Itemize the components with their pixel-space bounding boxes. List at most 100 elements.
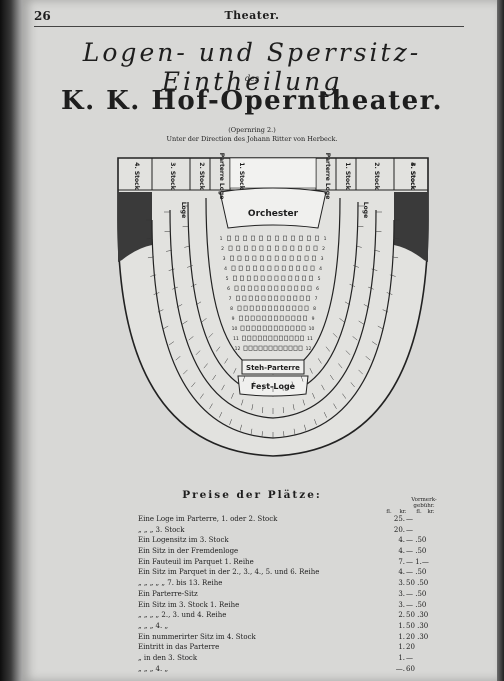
- seat-mark: [299, 235, 303, 241]
- gallery-seat-tick: [250, 428, 253, 435]
- seat-mark: [286, 305, 291, 311]
- fee-kr-column-header: kr.: [427, 509, 435, 515]
- seat-mark: [262, 315, 267, 321]
- gallery-seat-tick: [242, 375, 246, 382]
- price-row-fl: 1.: [398, 643, 405, 652]
- gallery-seat-tick: [352, 336, 358, 341]
- price-row-kr: — .50: [406, 589, 427, 598]
- price-row-kr: — .50: [406, 547, 427, 556]
- seat-mark: [283, 235, 287, 241]
- document-title: Logen- und Sperrsitz-Eintheilung: [82, 38, 422, 96]
- orchestra-label: Orchester: [248, 209, 299, 219]
- gallery-seat-tick: [176, 304, 183, 308]
- box-label-left: 4. Stock: [133, 162, 140, 190]
- gallery-seat-tick: [239, 424, 242, 431]
- seat-mark: [295, 275, 300, 281]
- gallery-seat-tick: [221, 384, 225, 391]
- seat-mark: [294, 335, 299, 341]
- gallery-seat-tick: [191, 382, 196, 388]
- price-row: „ „ „ 4. „—.60: [138, 665, 438, 676]
- seat-mark: [290, 325, 295, 331]
- box-label-right: 1. Stock: [344, 162, 351, 190]
- price-row-label: „ „ „ „ 2., 3. und 4. Reihe: [138, 611, 227, 620]
- seat-mark: [247, 335, 252, 341]
- seat-mark: [237, 305, 242, 311]
- gallery-seat-tick: [182, 320, 188, 325]
- price-row-kr: 50 .30: [406, 611, 429, 620]
- gallery-seat-tick: [349, 283, 356, 287]
- price-row-fl: 4.: [398, 536, 405, 545]
- seat-mark: [245, 255, 249, 261]
- seat-mark: [274, 265, 279, 271]
- gallery-seat-tick: [203, 363, 208, 369]
- price-row-fl: 25.: [393, 515, 405, 523]
- price-row-label: „ „ „ 4. „: [138, 664, 169, 673]
- seat-mark: [282, 255, 287, 261]
- seat-mark: [237, 255, 242, 261]
- gallery-seat-tick: [323, 412, 327, 418]
- gallery-seat-tick: [292, 404, 295, 411]
- gallery-seat-tick: [251, 404, 254, 411]
- price-row-kr: 50 .30: [406, 621, 429, 630]
- row-number: 10: [309, 326, 315, 332]
- seat-mark: [274, 255, 279, 261]
- seat-mark: [233, 275, 237, 281]
- seat-mark: [294, 285, 299, 291]
- seat-mark: [275, 235, 279, 241]
- price-row-fl: 1.: [398, 653, 405, 662]
- page-gutter-shadow: [0, 0, 24, 681]
- seat-mark: [278, 345, 283, 351]
- price-row-kr: —: [406, 515, 413, 523]
- gallery-seat-tick: [168, 341, 175, 346]
- row-number: 11: [307, 336, 313, 342]
- gallery-seat-tick: [150, 274, 157, 277]
- seat-mark: [263, 345, 268, 351]
- seat-mark: [300, 335, 304, 341]
- seat-mark: [241, 285, 245, 291]
- seat-mark: [243, 235, 247, 241]
- seat-mark: [254, 285, 259, 291]
- seat-mark: [315, 235, 319, 241]
- price-row-fl: 2.: [398, 611, 405, 620]
- seat-mark: [293, 345, 298, 351]
- seat-mark: [273, 345, 278, 351]
- gallery-seat-tick: [229, 419, 232, 425]
- gallery-seat-tick: [358, 320, 364, 325]
- price-row-label: Ein Logensitz im 3. Stock: [138, 536, 229, 545]
- price-row-fl: 1.: [398, 621, 405, 630]
- gallery-seat-tick: [358, 369, 363, 375]
- seat-mark: [274, 275, 279, 281]
- price-row: „ „ „ 4. „1.50 .30: [138, 622, 438, 633]
- gallery-seat-tick: [164, 230, 171, 233]
- gallery-seat-tick: [216, 346, 221, 352]
- gallery-seat-tick: [262, 384, 264, 391]
- gallery-seat-tick: [365, 356, 371, 361]
- gallery-seat-tick: [338, 363, 343, 369]
- row-number: 7: [229, 296, 232, 302]
- seat-mark: [267, 255, 272, 261]
- gallery-seat-tick: [377, 325, 384, 330]
- seat-mark: [275, 245, 279, 251]
- seat-mark: [289, 265, 293, 271]
- gallery-seat-tick: [355, 245, 362, 248]
- gallery-seat-tick: [393, 238, 400, 240]
- box-label-left: 1. Stock: [238, 162, 245, 190]
- theater-address: (Opernring 2.): [228, 126, 276, 134]
- gallery-seat-tick: [201, 318, 207, 323]
- seat-mark: [304, 255, 309, 261]
- gallery-seat-tick: [190, 283, 197, 287]
- row-number: 1: [324, 236, 327, 242]
- row-number: 6: [316, 286, 319, 292]
- seat-mark: [268, 345, 273, 351]
- seat-mark: [274, 315, 278, 321]
- seat-mark: [297, 315, 302, 321]
- seat-mark: [267, 285, 272, 291]
- gallery-seat-tick: [309, 368, 313, 374]
- row-number: 8: [313, 306, 316, 312]
- price-row-kr: — .50: [406, 536, 427, 545]
- seat-mark: [267, 265, 272, 271]
- seat-mark: [305, 245, 310, 251]
